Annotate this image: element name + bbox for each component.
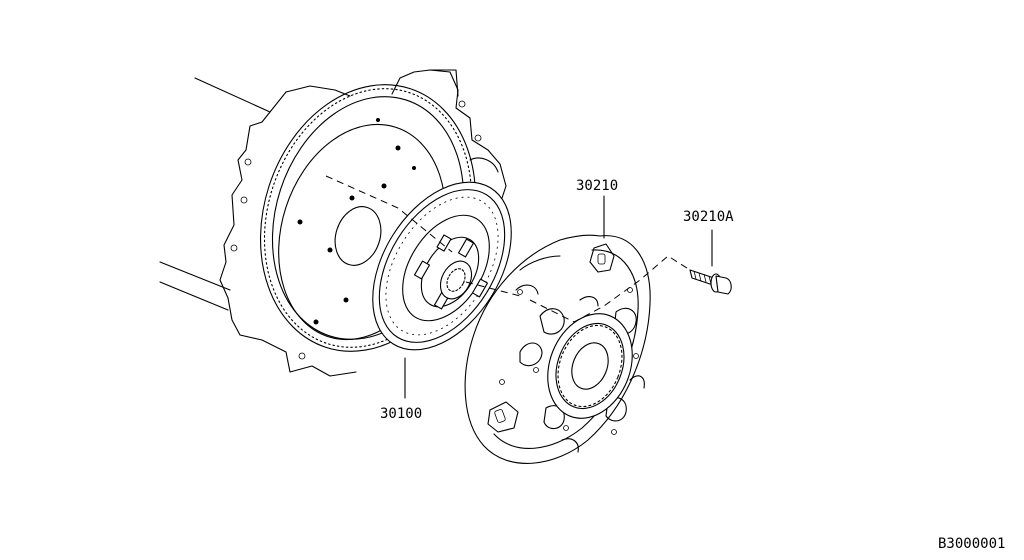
diagram-code: B3000001 [938, 536, 1005, 552]
part-number-bolt: 30210A [683, 209, 734, 225]
engine-housing [159, 69, 507, 377]
part-number-disc: 30100 [380, 406, 422, 422]
part-number-cover: 30210 [576, 178, 618, 194]
alignment-lines [325, 175, 691, 323]
clutch-disc [372, 181, 512, 351]
leader-lines [404, 195, 713, 399]
clutch-cover [464, 234, 651, 464]
cover-bolt [689, 269, 732, 295]
